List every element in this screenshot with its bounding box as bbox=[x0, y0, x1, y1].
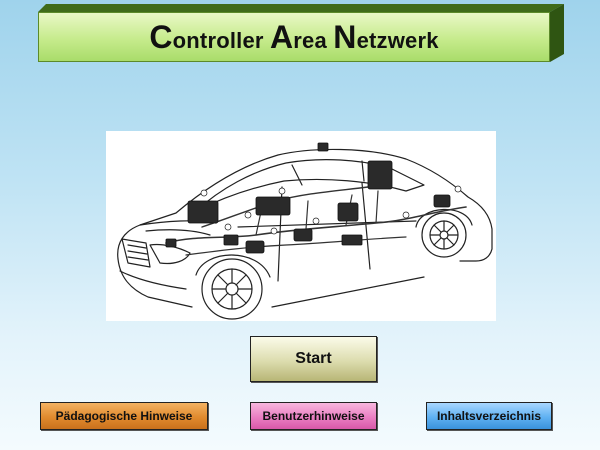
title-rest-2: rea bbox=[293, 27, 334, 53]
title-cap-2: A bbox=[269, 18, 294, 55]
inhaltsverzeichnis-button[interactable]: Inhaltsverzeichnis bbox=[426, 402, 552, 430]
banner-face: Controller Area Netzwerk bbox=[38, 12, 550, 62]
car-illustration bbox=[106, 131, 496, 321]
title-banner: Controller Area Netzwerk bbox=[38, 4, 564, 74]
title-rest-1: ontroller bbox=[172, 27, 270, 53]
banner-bevel bbox=[38, 4, 564, 62]
title-rest-3: etzwerk bbox=[356, 27, 439, 53]
title-cap-1: C bbox=[149, 18, 173, 55]
title-cap-3: N bbox=[333, 18, 357, 55]
start-button[interactable]: Start bbox=[250, 336, 377, 382]
car-network-diagram-icon bbox=[117, 142, 493, 320]
page-title: Controller Area Netzwerk bbox=[149, 19, 438, 56]
benutzerhinweise-button[interactable]: Benutzerhinweise bbox=[250, 402, 377, 430]
paedagogische-hinweise-button[interactable]: Pädagogische Hinweise bbox=[40, 402, 208, 430]
